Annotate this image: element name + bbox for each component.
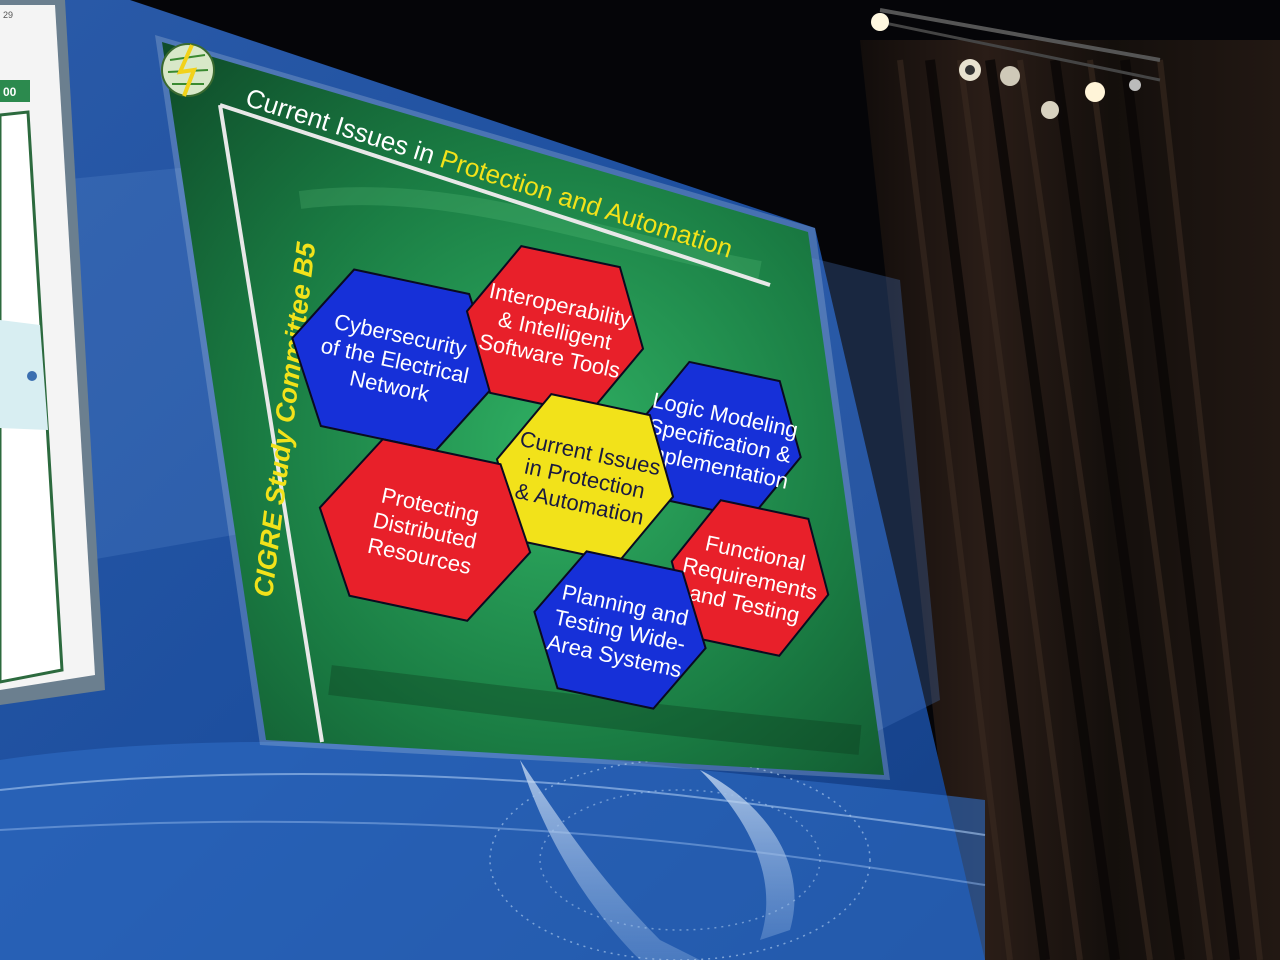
cigre-logo xyxy=(161,43,215,97)
slide: Current Issues in Protection and Automat… xyxy=(155,35,890,780)
side-screen-top-text: 29 xyxy=(3,10,13,20)
slide-frame-horizontal xyxy=(219,103,771,287)
hexagon-shape xyxy=(318,438,532,622)
globe-graphic xyxy=(489,759,871,960)
side-screen: 29 00 xyxy=(0,0,105,705)
side-screen-tab-text: 00 xyxy=(3,85,17,99)
stage-lights xyxy=(871,8,1161,119)
hexagon-shape xyxy=(670,499,830,657)
slide-frame-vertical xyxy=(218,104,324,743)
stage-curtain xyxy=(860,40,1280,960)
hexagon-shape xyxy=(533,550,707,710)
